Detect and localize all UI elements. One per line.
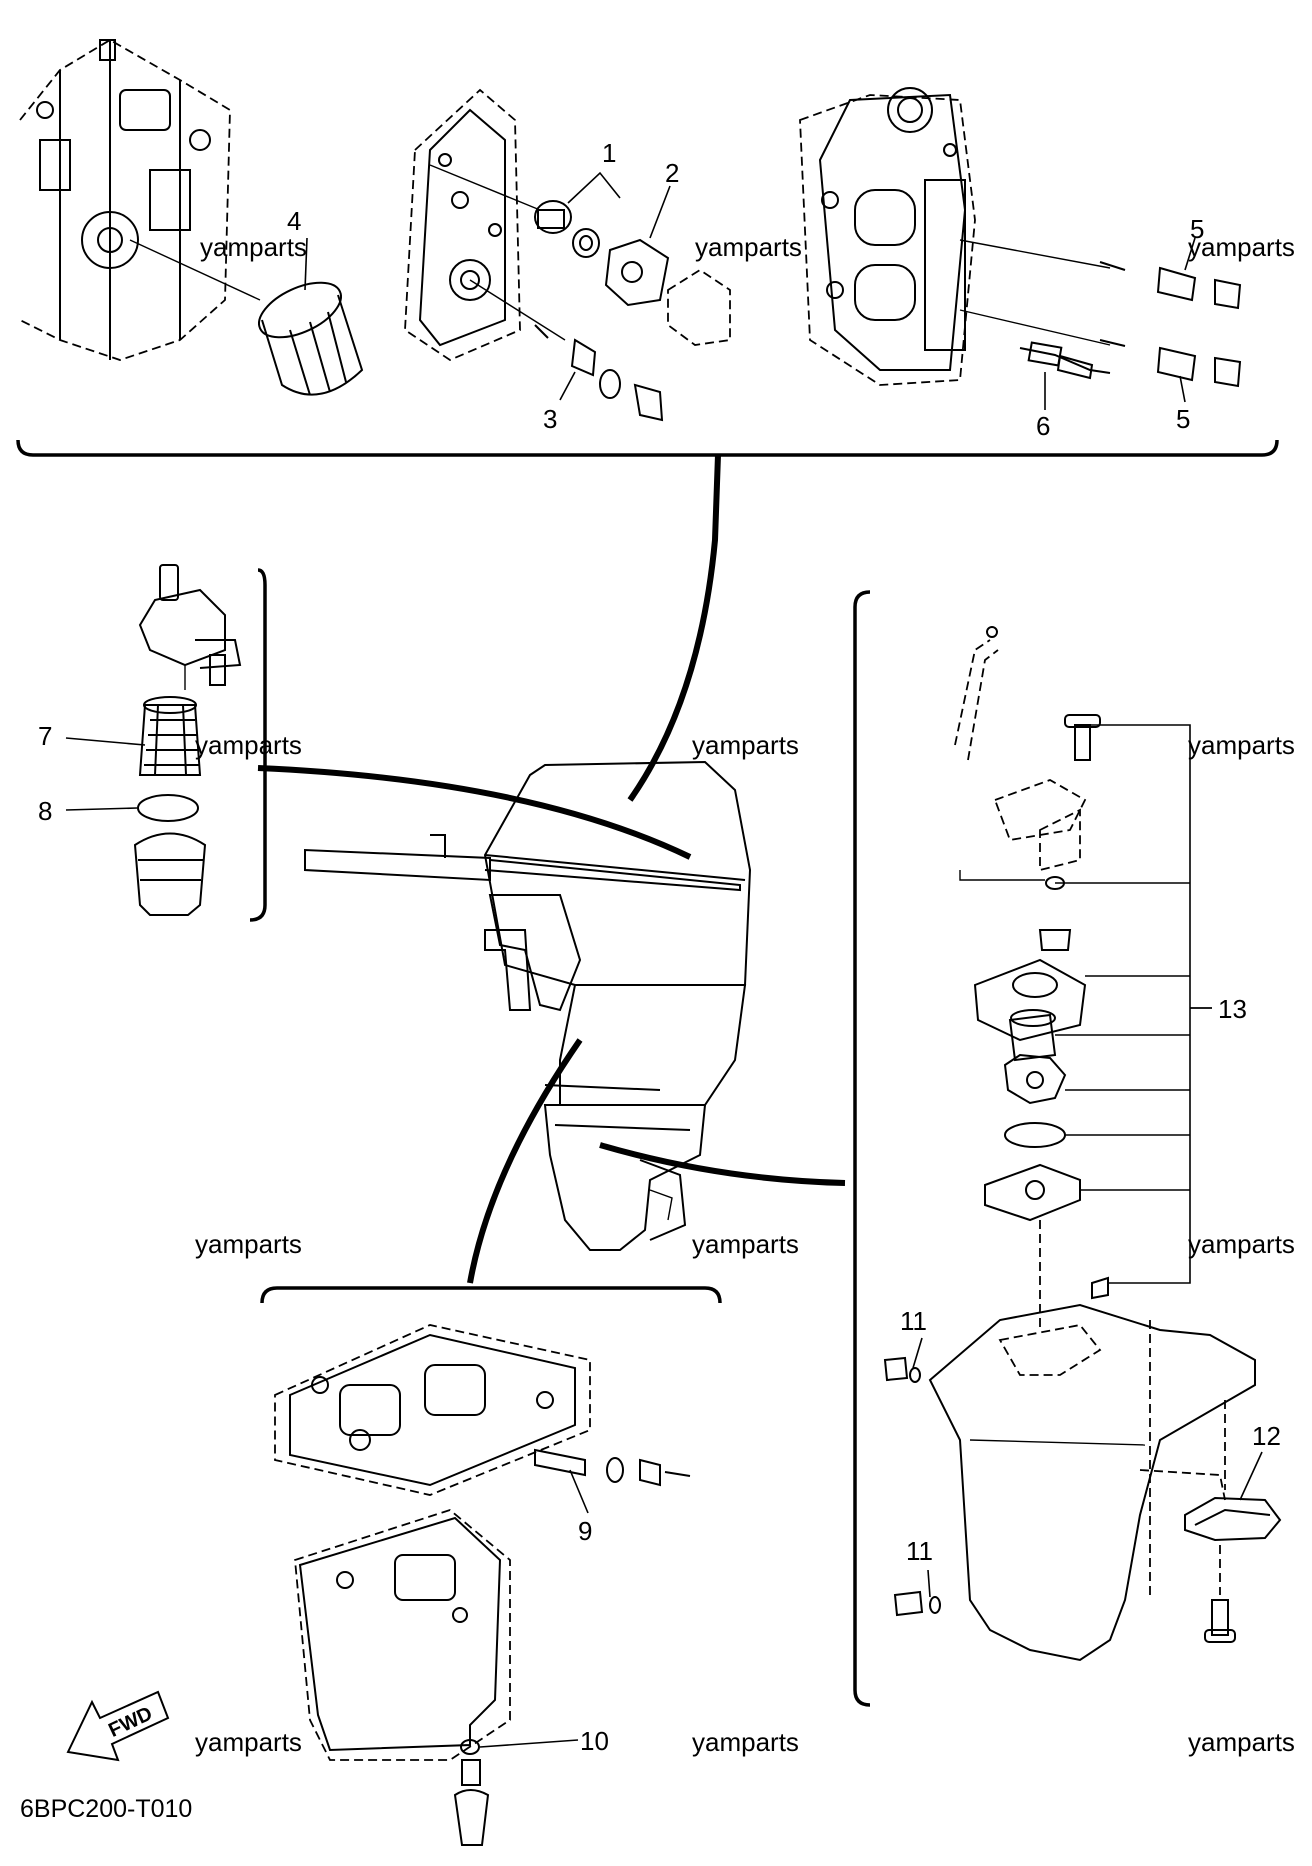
watermark: yamparts bbox=[692, 1727, 799, 1757]
callout-4: 4 bbox=[287, 206, 301, 236]
spark-plug bbox=[1019, 341, 1111, 380]
callout-11-lower: 11 bbox=[906, 1536, 933, 1566]
callout-6: 6 bbox=[1036, 411, 1050, 441]
callout-11-upper: 11 bbox=[900, 1306, 927, 1336]
watermark: yamparts bbox=[1188, 1727, 1295, 1757]
right-group-water-pump bbox=[853, 590, 1282, 1707]
anode-middle bbox=[469, 279, 664, 422]
watermark: yamparts bbox=[695, 232, 802, 262]
callout-5-upper: 5 bbox=[1190, 214, 1204, 244]
oil-filter bbox=[129, 239, 364, 396]
watermark: yamparts bbox=[1188, 232, 1295, 262]
watermark: yamparts bbox=[195, 1229, 302, 1259]
callout-10: 10 bbox=[580, 1726, 609, 1756]
cylinder-head-right bbox=[799, 87, 976, 386]
bottom-group-oil-pan bbox=[260, 1286, 722, 1846]
connection-lines bbox=[257, 454, 846, 1284]
top-group bbox=[16, 38, 1279, 457]
callout-7: 7 bbox=[38, 721, 52, 751]
anodes-right bbox=[959, 239, 1242, 388]
watermarks: yamparts yamparts yamparts yamparts yamp… bbox=[195, 232, 1295, 1757]
crankcase-cover-middle bbox=[404, 88, 521, 362]
watermark: yamparts bbox=[200, 232, 307, 262]
callout-2: 2 bbox=[665, 158, 679, 188]
watermark: yamparts bbox=[692, 1229, 799, 1259]
watermark: yamparts bbox=[1188, 1229, 1295, 1259]
watermark: yamparts bbox=[195, 1727, 302, 1757]
fwd-arrow: FWD bbox=[66, 1690, 170, 1762]
watermark: yamparts bbox=[195, 730, 302, 760]
callout-13: 13 bbox=[1218, 994, 1247, 1024]
thermostat-parts bbox=[429, 164, 731, 346]
callout-8: 8 bbox=[38, 796, 52, 826]
watermark: yamparts bbox=[692, 730, 799, 760]
drawing-code: 6BPC200-T010 bbox=[20, 1795, 192, 1823]
watermark: yamparts bbox=[1188, 730, 1295, 760]
left-group-fuel-filter bbox=[65, 564, 267, 922]
callout-12: 12 bbox=[1252, 1421, 1281, 1451]
cylinder-block-left bbox=[19, 38, 231, 361]
callout-1: 1 bbox=[602, 138, 616, 168]
callout-5-lower: 5 bbox=[1176, 404, 1190, 434]
callout-9: 9 bbox=[578, 1516, 592, 1546]
outboard-motor bbox=[304, 760, 752, 1251]
callout-3: 3 bbox=[543, 404, 557, 434]
callout-labels: 1 2 3 4 5 5 6 7 8 9 10 11 11 12 13 bbox=[38, 138, 1281, 1756]
